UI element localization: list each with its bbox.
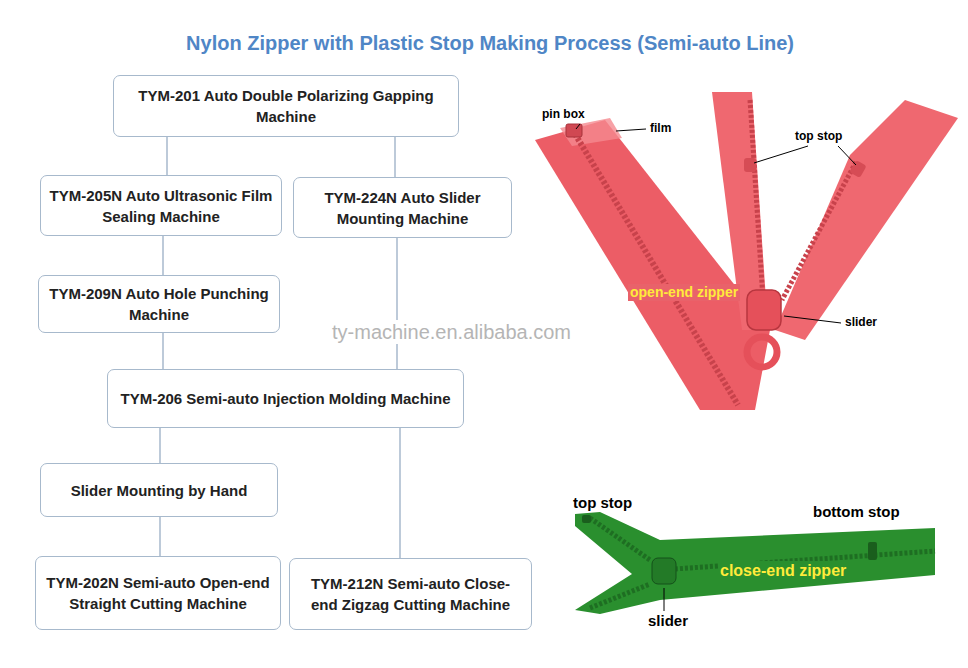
- box-text: TYM-201 Auto Double Polarizing Gapping M…: [122, 85, 450, 127]
- leader-line: [576, 124, 580, 129]
- process-box: TYM-206 Semi-auto Injection Molding Mach…: [107, 369, 464, 428]
- box-text: TYM-202N Semi-auto Open-end Straight Cut…: [44, 572, 272, 614]
- zipper-tape: [775, 100, 958, 340]
- slider: [652, 558, 676, 584]
- process-box: Slider Mounting by Hand: [40, 463, 278, 517]
- leader-line: [616, 129, 646, 131]
- zipper-teeth: [575, 134, 738, 405]
- process-box: TYM-205N Auto Ultrasonic Film Sealing Ma…: [40, 175, 282, 236]
- connector-line: [166, 137, 168, 175]
- zipper-teeth: [782, 162, 856, 300]
- part-label: top stop: [795, 129, 842, 143]
- connector-line: [396, 238, 398, 369]
- leader-line: [754, 146, 808, 163]
- connector-line: [162, 333, 164, 369]
- process-box: TYM-202N Semi-auto Open-end Straight Cut…: [35, 556, 281, 630]
- box-text: TYM-209N Auto Hole Punching Machine: [47, 283, 271, 325]
- film: [560, 118, 622, 146]
- box-text: TYM-205N Auto Ultrasonic Film Sealing Ma…: [49, 185, 273, 227]
- leader-line: [838, 146, 856, 165]
- connector-line: [399, 428, 401, 558]
- part-label: film: [650, 121, 671, 135]
- diagram-title: Nylon Zipper with Plastic Stop Making Pr…: [10, 32, 968, 55]
- pin-box: [566, 124, 582, 137]
- zipper-type-label: close-end zipper: [718, 561, 848, 580]
- part-label: slider: [648, 612, 688, 630]
- process-box: TYM-201 Auto Double Polarizing Gapping M…: [113, 75, 459, 137]
- leader-line: [664, 588, 665, 611]
- top-stop: [744, 158, 756, 172]
- leader-line: [784, 316, 841, 323]
- process-box: TYM-212N Semi-auto Close-end Zigzag Cutt…: [289, 558, 532, 630]
- part-label: top stop: [573, 494, 632, 512]
- process-box: TYM-224N Auto Slider Mounting Machine: [293, 177, 512, 238]
- box-text: Slider Mounting by Hand: [71, 480, 248, 501]
- zipper-teeth: [590, 518, 650, 560]
- box-text: TYM-212N Semi-auto Close-end Zigzag Cutt…: [298, 573, 523, 615]
- box-text: TYM-206 Semi-auto Injection Molding Mach…: [120, 388, 450, 409]
- top-stop: [849, 160, 866, 178]
- top-stop: [582, 515, 591, 523]
- connector-line: [159, 428, 161, 463]
- process-box: TYM-209N Auto Hole Punching Machine: [38, 275, 280, 333]
- connector-line: [162, 236, 164, 275]
- part-label: slider: [845, 315, 877, 329]
- watermark: ty-machine.en.alibaba.com: [330, 320, 573, 344]
- part-label: bottom stop: [813, 503, 900, 521]
- part-label: pin box: [542, 107, 585, 121]
- connector-line: [159, 517, 161, 556]
- bottom-stop: [868, 542, 877, 560]
- slider: [747, 290, 781, 330]
- connector-line: [394, 137, 396, 177]
- zipper-teeth: [750, 100, 763, 300]
- box-text: TYM-224N Auto Slider Mounting Machine: [302, 187, 503, 229]
- zipper-tape: [575, 512, 935, 614]
- zipper-teeth: [590, 584, 650, 608]
- slider-pull: [747, 337, 777, 367]
- zipper-type-label: open-end zipper: [628, 284, 740, 301]
